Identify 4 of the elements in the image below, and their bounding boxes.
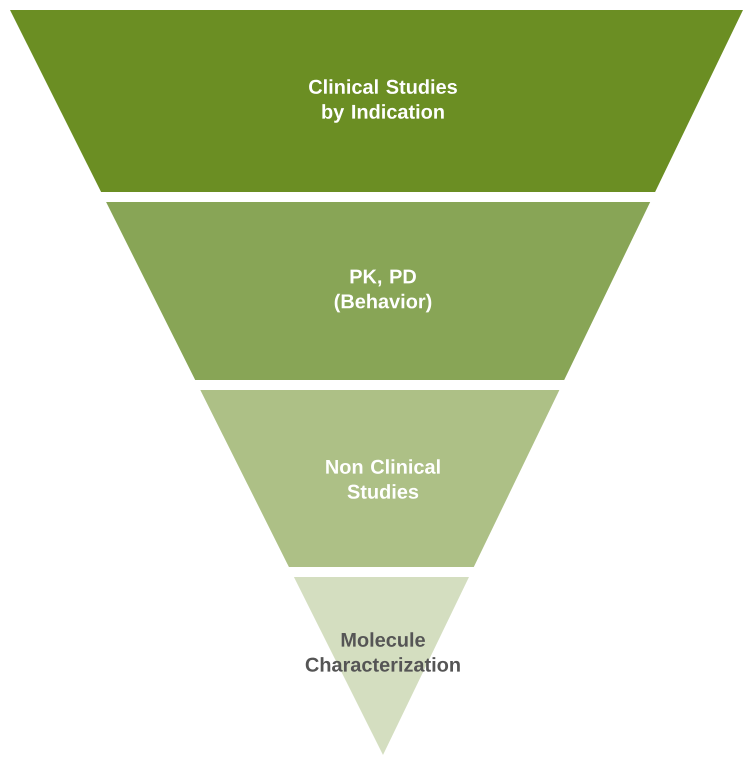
funnel-band: Clinical Studies by Indication bbox=[10, 10, 743, 192]
funnel-band: Molecule Characterization bbox=[294, 577, 469, 755]
funnel-band: Non Clinical Studies bbox=[200, 390, 560, 567]
funnel-band: PK, PD (Behavior) bbox=[106, 202, 650, 380]
